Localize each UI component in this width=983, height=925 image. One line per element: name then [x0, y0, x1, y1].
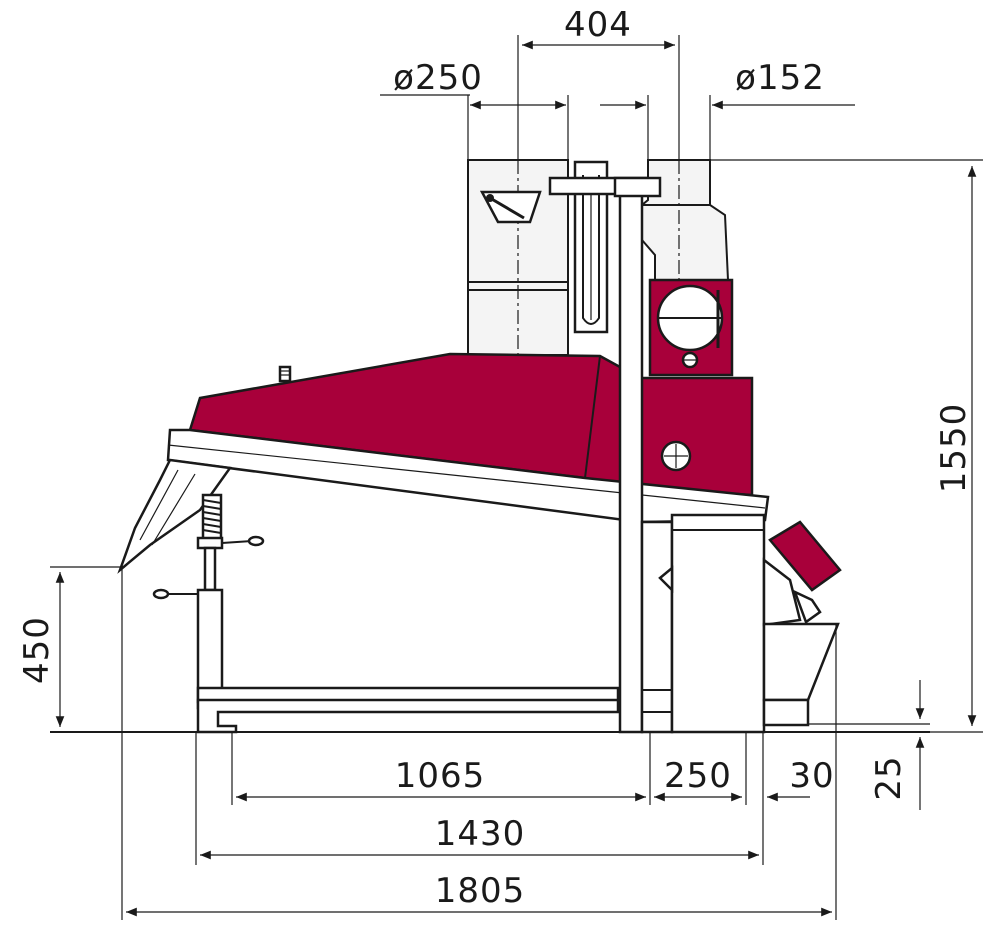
machine — [50, 159, 930, 734]
dimension-labels: 404 ø250 ø152 1550 450 25 1065 250 30 14… — [17, 5, 974, 911]
dim-left-diameter: ø250 — [393, 58, 483, 98]
dim-outlet-offset: 30 — [789, 756, 834, 796]
right-duct — [641, 159, 730, 282]
right-cabinet — [640, 513, 766, 734]
spring-handle-icon — [278, 365, 292, 383]
spring-icon — [202, 499, 222, 534]
dim-right-diameter: ø152 — [735, 58, 825, 98]
dim-column-width: 250 — [664, 756, 732, 796]
dim-base-length: 1065 — [395, 756, 486, 796]
damper-icon — [479, 190, 542, 224]
outlet-chute — [762, 520, 842, 727]
deck — [166, 428, 770, 524]
lower-handle-icon[interactable] — [152, 588, 198, 600]
dim-404: 404 — [564, 5, 632, 45]
dim-inlet-height: 450 — [17, 616, 57, 684]
inlet-hopper — [117, 458, 233, 574]
dim-frame-length: 1430 — [435, 814, 526, 854]
dim-total-height: 1550 — [934, 403, 974, 494]
upper-handle-icon[interactable] — [221, 535, 265, 547]
dimension-lines — [50, 35, 983, 920]
fan-housing — [648, 278, 734, 377]
dim-foot-height: 25 — [869, 755, 909, 800]
post-crossbar — [613, 176, 662, 198]
vertical-post — [618, 193, 644, 734]
base-frame — [196, 686, 620, 734]
dim-overall-length: 1805 — [435, 871, 526, 911]
